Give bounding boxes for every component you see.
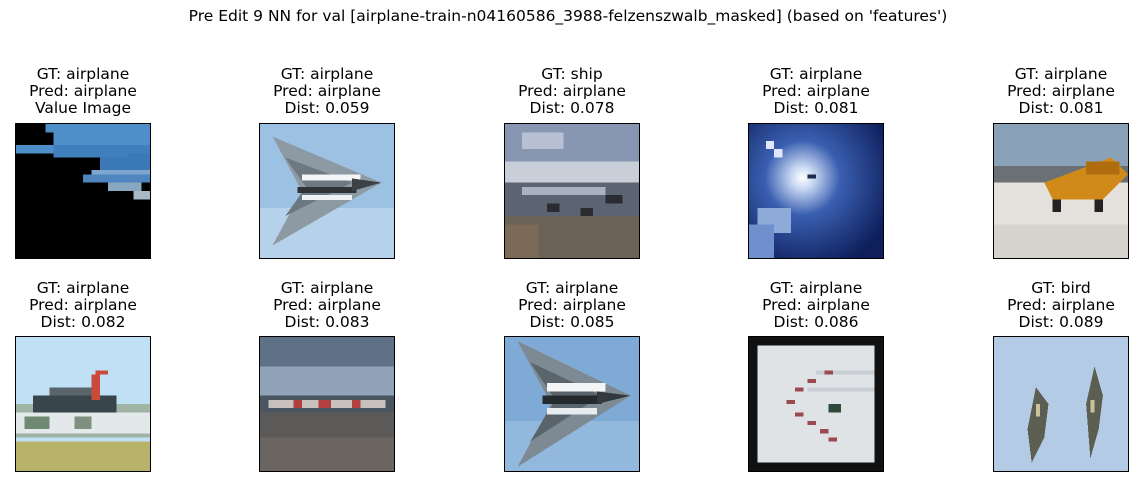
panel-caption: GT: airplane Pred: airplane Dist: 0.083 [219, 280, 435, 331]
panel-caption: GT: airplane Pred: airplane Dist: 0.059 [219, 66, 435, 117]
query-image [15, 123, 151, 259]
neighbor-image [504, 123, 640, 259]
neighbor-image [748, 123, 884, 259]
pred-label: Pred: airplane [273, 82, 381, 100]
pred-label: Pred: airplane [518, 82, 626, 100]
panel-caption: GT: airplane Pred: airplane Dist: 0.086 [708, 280, 924, 331]
pred-label: Pred: airplane [1007, 296, 1115, 314]
gt-label: GT: airplane [280, 65, 374, 83]
neighbor-image [259, 123, 395, 259]
panel-caption: GT: bird Pred: airplane Dist: 0.089 [953, 280, 1136, 331]
pred-label: Pred: airplane [29, 82, 137, 100]
dist-label: Dist: 0.086 [773, 313, 859, 331]
dist-label: Dist: 0.081 [1018, 99, 1104, 117]
dist-label: Dist: 0.085 [529, 313, 615, 331]
neighbor-image [993, 336, 1129, 472]
gt-label: GT: ship [541, 65, 603, 83]
pred-label: Pred: airplane [273, 296, 381, 314]
gt-label: GT: airplane [36, 279, 130, 297]
dist-label: Dist: 0.082 [40, 313, 126, 331]
dist-label: Dist: 0.089 [1018, 313, 1104, 331]
pred-label: Pred: airplane [762, 296, 870, 314]
panel-caption: GT: airplane Pred: airplane Dist: 0.081 [953, 66, 1136, 117]
dist-label: Dist: 0.083 [284, 313, 370, 331]
pred-label: Pred: airplane [762, 82, 870, 100]
gt-label: GT: bird [1031, 279, 1091, 297]
value-image-label: Value Image [34, 99, 132, 117]
pred-label: Pred: airplane [29, 296, 137, 314]
pred-label: Pred: airplane [518, 296, 626, 314]
panel-caption: GT: airplane Pred: airplane Value Image [0, 66, 191, 117]
panel-caption: GT: airplane Pred: airplane Dist: 0.081 [708, 66, 924, 117]
panel-caption: GT: ship Pred: airplane Dist: 0.078 [464, 66, 680, 117]
panel-caption: GT: airplane Pred: airplane Dist: 0.082 [0, 280, 191, 331]
neighbor-image [15, 336, 151, 472]
neighbor-image [748, 336, 884, 472]
dist-label: Dist: 0.078 [529, 99, 615, 117]
panel-caption: GT: airplane Pred: airplane Dist: 0.085 [464, 280, 680, 331]
pred-label: Pred: airplane [1007, 82, 1115, 100]
dist-label: Dist: 0.081 [773, 99, 859, 117]
neighbor-image [993, 123, 1129, 259]
gt-label: GT: airplane [525, 279, 619, 297]
gt-label: GT: airplane [769, 65, 863, 83]
figure-title: Pre Edit 9 NN for val [airplane-train-n0… [188, 7, 948, 25]
neighbor-image [504, 336, 640, 472]
gt-label: GT: airplane [280, 279, 374, 297]
gt-label: GT: airplane [769, 279, 863, 297]
dist-label: Dist: 0.059 [284, 99, 370, 117]
gt-label: GT: airplane [1014, 65, 1108, 83]
gt-label: GT: airplane [36, 65, 130, 83]
neighbor-image [259, 336, 395, 472]
